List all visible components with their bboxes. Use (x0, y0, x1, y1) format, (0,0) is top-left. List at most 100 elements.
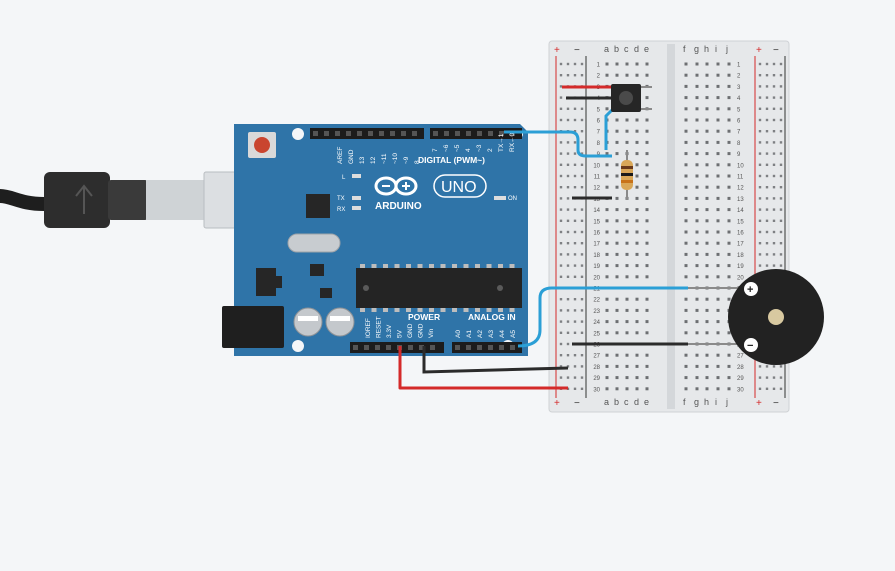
row-label: 15 (593, 219, 600, 225)
column-label: d (634, 44, 639, 54)
row-label: 5 (737, 107, 741, 113)
model-text: UNO (441, 179, 477, 196)
column-label: f (683, 397, 686, 407)
rail-minus-right-top: − (773, 45, 779, 56)
header-hole (375, 345, 380, 350)
row-label: 4 (737, 96, 741, 102)
row-label: 17 (737, 242, 744, 248)
header-hole (430, 345, 435, 350)
capacitor-2 (325, 307, 355, 337)
row-label: 29 (593, 376, 600, 382)
column-label: f (683, 44, 686, 54)
header-hole (499, 345, 504, 350)
pin-label: 5V (397, 329, 404, 338)
pin-label: RESET (376, 316, 383, 338)
column-label: d (634, 397, 639, 407)
arduino-logo-icon (374, 176, 418, 196)
header-hole (324, 131, 329, 136)
row-label: 29 (737, 376, 744, 382)
rail-minus-right-bottom: − (773, 398, 779, 409)
wire-blue-sensor (604, 108, 614, 150)
row-label: 7 (737, 130, 741, 136)
row-label: 18 (737, 253, 744, 259)
digital-header-right[interactable] (430, 128, 522, 139)
header-hole (368, 131, 373, 136)
row-label: 30 (593, 387, 600, 393)
column-label: h (704, 44, 709, 54)
microcontroller-chip (356, 264, 522, 312)
digital-label: DIGITAL (PWM~) (418, 155, 485, 165)
header-hole (499, 131, 504, 136)
capacitor-1 (293, 307, 323, 337)
pin-label: GND (418, 323, 425, 338)
column-label: j (725, 44, 728, 54)
row-label: 20 (737, 275, 744, 281)
column-label: j (725, 397, 728, 407)
row-label: 11 (737, 175, 744, 181)
led-tx-label: TX (337, 196, 345, 202)
rail-plus-right-top: + (756, 45, 762, 56)
row-label: 19 (593, 264, 600, 270)
header-hole (455, 131, 460, 136)
rail-minus-left-bottom: − (574, 398, 580, 409)
pin-label: ~5 (454, 144, 461, 152)
header-hole (346, 131, 351, 136)
row-label: 28 (737, 365, 744, 371)
wire-red-5v (398, 346, 568, 390)
resistor[interactable] (621, 150, 633, 200)
row-label: 25 (593, 331, 600, 337)
power-jack[interactable] (222, 306, 284, 348)
pin-label: GND (407, 323, 414, 338)
header-hole (433, 131, 438, 136)
header-hole (313, 131, 318, 136)
piezo-buzzer[interactable]: + − (728, 269, 824, 365)
header-hole (390, 131, 395, 136)
row-label: 6 (597, 119, 601, 125)
wire-blue-a5 (517, 286, 688, 348)
row-label: 11 (594, 175, 601, 181)
header-hole (408, 345, 413, 350)
digital-header-left[interactable] (310, 128, 424, 139)
pin-label: 4 (465, 148, 472, 152)
row-label: 1 (597, 63, 601, 69)
column-label: g (694, 44, 699, 54)
on-label: ON (508, 196, 517, 202)
header-hole (488, 131, 493, 136)
row-label: 2 (737, 74, 741, 80)
analog-label: ANALOG IN (468, 312, 516, 322)
pin-label: A4 (499, 330, 506, 338)
row-label: 10 (593, 163, 600, 169)
row-label: 27 (737, 354, 744, 360)
row-label: 7 (597, 130, 601, 136)
pin-label: IOREF (365, 318, 372, 338)
pin-label: Vin (428, 328, 435, 338)
row-label: 28 (593, 365, 600, 371)
row-label: 17 (593, 242, 600, 248)
row-label: 3 (737, 85, 741, 91)
pushbutton[interactable] (611, 84, 652, 112)
pin-label: AREF (337, 147, 344, 164)
row-label: 9 (737, 152, 741, 158)
row-label: 22 (593, 298, 600, 304)
row-label: 5 (597, 107, 601, 113)
column-label: a (604, 397, 609, 407)
pin-label: 8 (414, 160, 421, 164)
wire-blue-pin1 (504, 130, 612, 158)
row-label: 24 (593, 320, 600, 326)
wires[interactable] (398, 85, 740, 390)
row-label: 15 (737, 219, 744, 225)
row-label: 16 (737, 231, 744, 237)
pin-label: 12 (370, 156, 377, 164)
row-label: 27 (593, 354, 600, 360)
row-label: 13 (593, 197, 600, 203)
analog-header[interactable] (452, 342, 522, 353)
reset-button[interactable] (248, 132, 276, 158)
header-hole (386, 345, 391, 350)
column-label: b (614, 397, 619, 407)
row-label: 14 (737, 208, 744, 214)
pin-label: GND (348, 149, 355, 164)
row-label: 1 (737, 63, 741, 69)
brand-text: ARDUINO (375, 201, 422, 212)
pin-label: 7 (432, 148, 439, 152)
